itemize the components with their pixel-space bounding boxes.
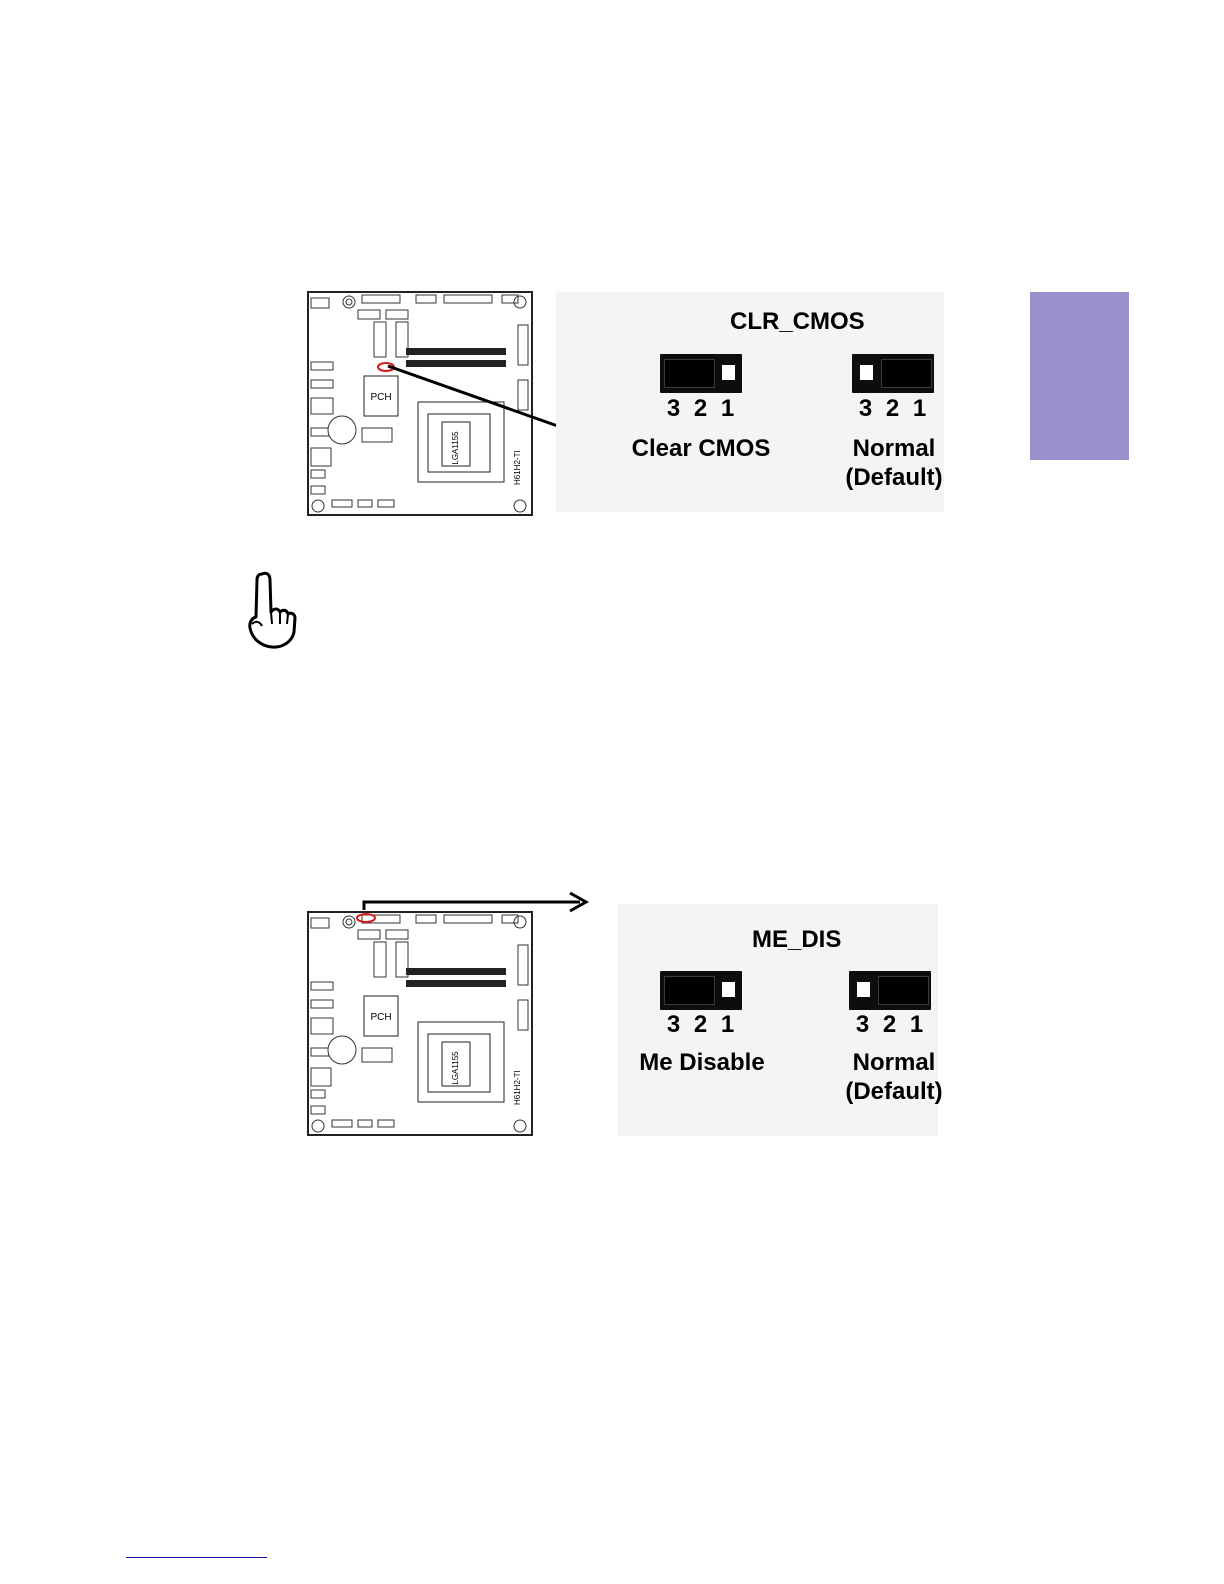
jumper-normal — [849, 971, 931, 1010]
jumper-me-disable — [660, 971, 742, 1010]
jumper-title: CLR_CMOS — [730, 308, 865, 336]
jumper-clear-cmos — [660, 354, 742, 393]
option-caption-me-disable: Me Disable — [622, 1048, 782, 1077]
footer-rule — [126, 1557, 267, 1558]
pointing-hand-icon — [244, 570, 310, 650]
motherboard-diagram-me-dis: PCH LGA1155 H61H2-TI — [306, 910, 534, 1137]
board-model-label: H61H2-TI — [513, 450, 522, 485]
option-caption-normal: Normal (Default) — [826, 1048, 962, 1106]
pch-chip-label: PCH — [370, 1012, 391, 1023]
chapter-side-tab — [1030, 292, 1129, 460]
jumper-title: ME_DIS — [752, 926, 841, 954]
jumper-normal — [852, 354, 934, 393]
option-caption-clear-cmos: Clear CMOS — [616, 434, 786, 463]
socket-label: LGA1155 — [451, 1051, 460, 1085]
board-model-label: H61H2-TI — [513, 1070, 522, 1105]
option-caption-normal: Normal (Default) — [826, 434, 962, 492]
